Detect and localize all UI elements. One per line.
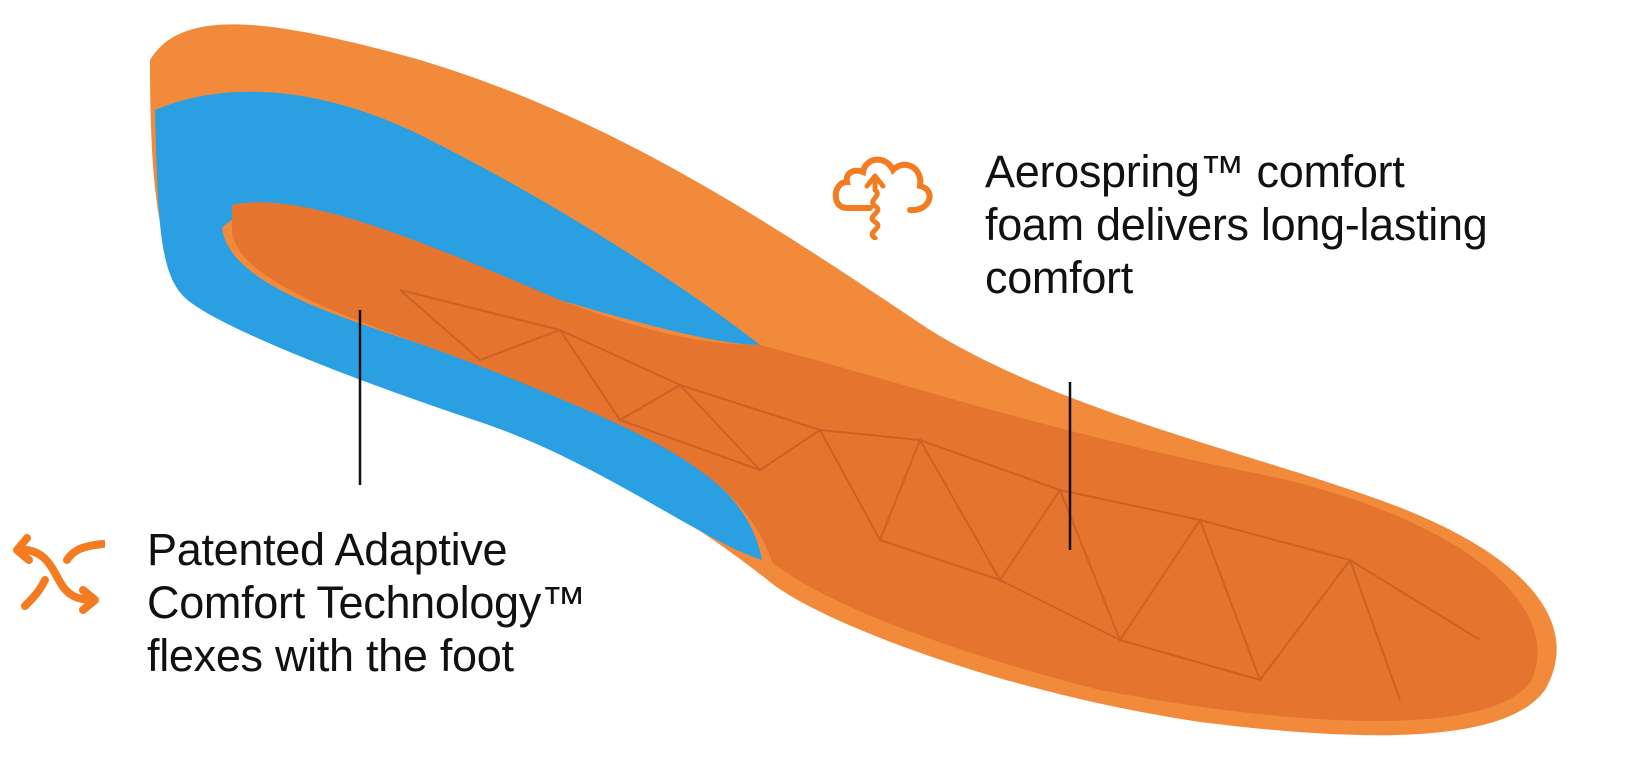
crossing-arrows-icon xyxy=(13,534,105,614)
callout-line: Patented Adaptive xyxy=(147,524,508,575)
sole-triangle-pattern xyxy=(399,289,1481,701)
callout-line: foam delivers long-lasting xyxy=(985,199,1488,250)
callout-line: flexes with the foot xyxy=(147,630,514,681)
insole-sole xyxy=(232,202,1538,721)
adaptive-comfort-callout: Patented Adaptive Comfort Technology™ fl… xyxy=(147,523,586,682)
callout-line: Aerospring™ comfort xyxy=(985,146,1405,197)
aerospring-callout: Aerospring™ comfort foam delivers long-l… xyxy=(985,145,1488,304)
cloud-spring-icon xyxy=(832,156,933,240)
callout-line: comfort xyxy=(985,252,1133,303)
callout-line: Comfort Technology™ xyxy=(147,577,586,628)
